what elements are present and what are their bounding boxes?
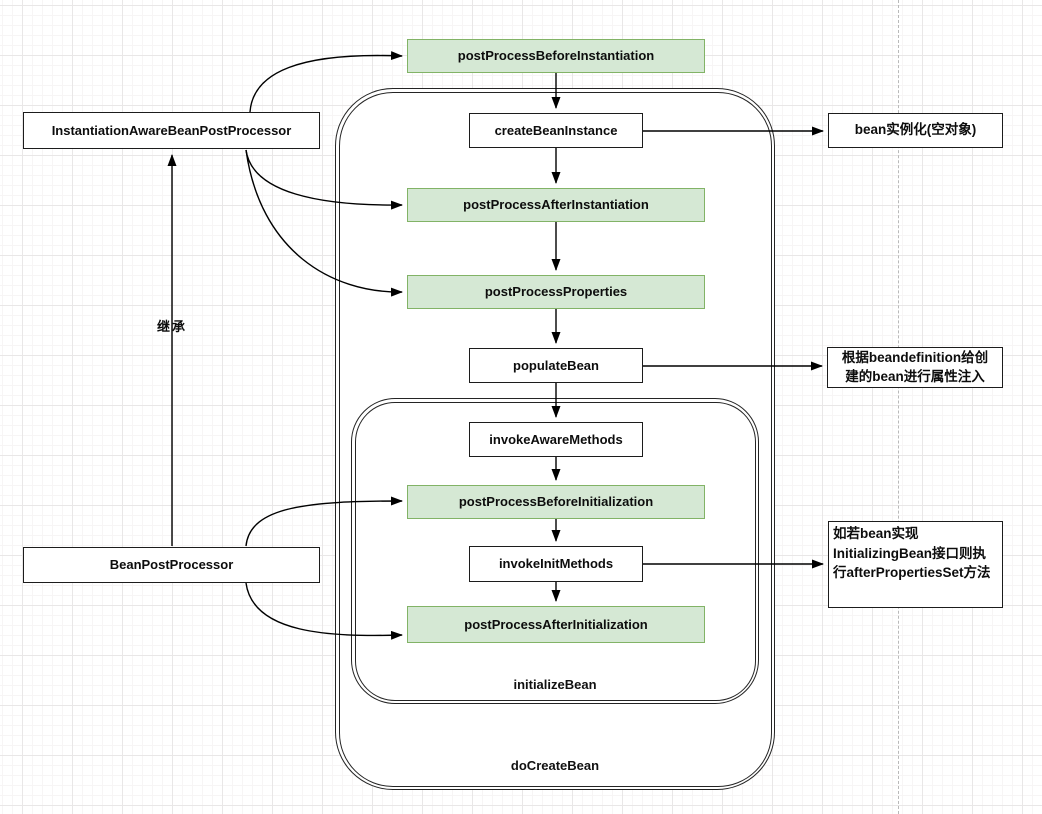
node-postprocessafterinitialization[interactable]: postProcessAfterInitialization [407,606,705,643]
node-instantiationawarebeanpostprocessor[interactable]: InstantiationAwareBeanPostProcessor [23,112,320,149]
node-createbeaninstance[interactable]: createBeanInstance [469,113,643,148]
node-postprocessafterinstantiation[interactable]: postProcessAfterInstantiation [407,188,705,222]
node-populate-note[interactable]: 根据beandefinition给创建的bean进行属性注入 [827,347,1003,388]
inheritance-label: 继承 [156,319,187,334]
container-docreatebean-label: doCreateBean [510,758,600,773]
node-initializingbean-note[interactable]: 如若bean实现InitializingBean接口则执行afterProper… [828,521,1003,608]
node-beanpostprocessor[interactable]: BeanPostProcessor [23,547,320,583]
page-boundary-guide [898,0,899,814]
node-postprocessproperties[interactable]: postProcessProperties [407,275,705,309]
node-invokeinitmethods[interactable]: invokeInitMethods [469,546,643,582]
node-invokeawaremethods[interactable]: invokeAwareMethods [469,422,643,457]
node-bean-instantiation-note[interactable]: bean实例化(空对象) [828,113,1003,148]
node-postprocessbeforeinstantiation[interactable]: postProcessBeforeInstantiation [407,39,705,73]
node-postprocessbeforeinitialization[interactable]: postProcessBeforeInitialization [407,485,705,519]
container-initializebean-label: initializeBean [513,677,597,692]
node-populatebean[interactable]: populateBean [469,348,643,383]
